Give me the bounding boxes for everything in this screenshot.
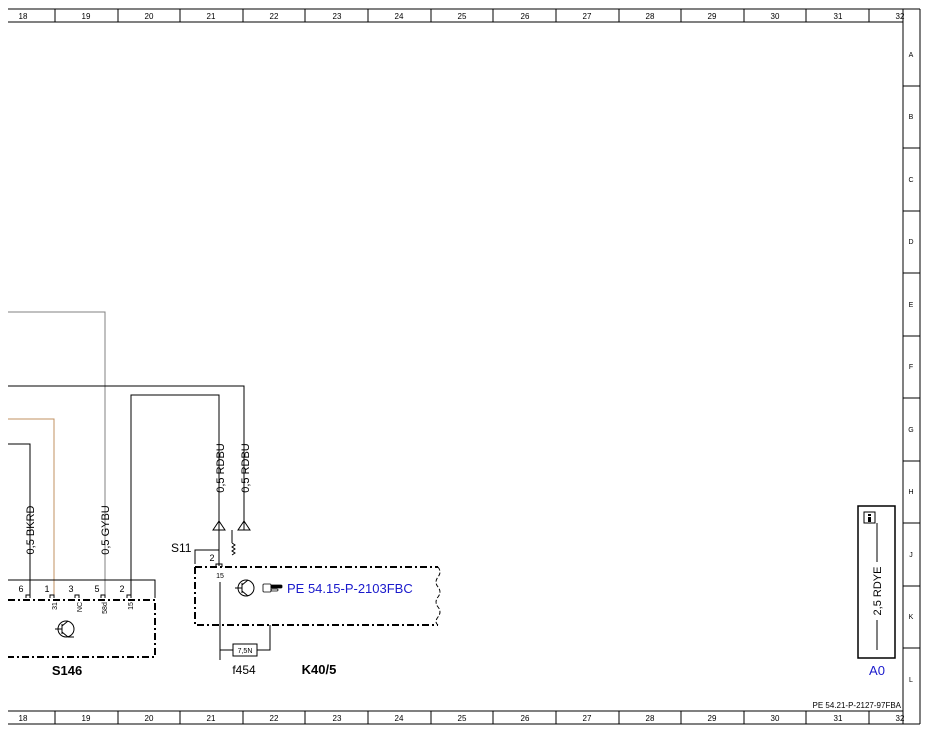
- fuse-rating: 7,5N: [238, 648, 253, 655]
- row-label: K: [909, 614, 914, 621]
- s146-pin-label: 1: [44, 584, 49, 594]
- transistor-icon: [235, 579, 255, 597]
- document-reference: PE 54.21-P-2127-97FBA: [813, 701, 902, 710]
- column-label: 27: [583, 12, 592, 21]
- column-label: 19: [82, 12, 91, 21]
- column-label: 28: [646, 12, 655, 21]
- k40-terminal-label: 15: [216, 573, 224, 580]
- s146-terminal-label: 15: [128, 602, 135, 610]
- connector-s146[interactable]: 6 1 3 5 2 31 NC 58d 15: [8, 579, 156, 658]
- column-label: 23: [333, 12, 342, 21]
- row-ticks: [903, 85, 920, 649]
- wire-label-rdbu-1-text: 0,5 RDBU: [215, 443, 227, 493]
- row-label: F: [909, 364, 913, 371]
- wire-label-gybu-text: 0,5 GYBU: [100, 505, 112, 555]
- row-label: E: [909, 302, 914, 309]
- column-label: 22: [270, 12, 279, 21]
- row-label: J: [909, 552, 913, 559]
- row-label: G: [908, 427, 913, 434]
- column-label: 18: [19, 714, 28, 723]
- column-label: 25: [458, 714, 467, 723]
- column-label: 30: [771, 12, 780, 21]
- row-labels: A B C D E F G H J K L: [908, 52, 913, 684]
- k40-5-label: K40/5: [302, 662, 337, 677]
- wire-label-rdbu-2-text: 0,5 RDBU: [240, 443, 252, 493]
- s146-terminal-label: 58d: [102, 602, 109, 614]
- s146-pin-label: 5: [94, 584, 99, 594]
- column-label: 22: [270, 714, 279, 723]
- row-label: A: [909, 52, 914, 59]
- column-label: 29: [708, 714, 717, 723]
- frame: [8, 8, 921, 725]
- transistor-icon: [55, 620, 75, 638]
- s11-label: S11: [171, 541, 192, 555]
- s146-terminal-label: 31: [52, 602, 59, 610]
- row-label: B: [909, 114, 914, 121]
- s146-pin-label: 2: [119, 584, 124, 594]
- wire-rdbu-1[interactable]: [130, 394, 220, 598]
- column-ticks: [54, 9, 870, 724]
- column-label: 20: [145, 714, 154, 723]
- column-label: 21: [207, 12, 216, 21]
- wire-label-rdye: 2,5 RDYE: [872, 567, 884, 616]
- pointing-hand-icon[interactable]: [262, 583, 283, 593]
- wire-gybu[interactable]: [8, 311, 106, 598]
- column-label: 23: [333, 714, 342, 723]
- ground-a0-box[interactable]: 2,5 RDYE: [857, 505, 896, 659]
- wire-bkrd[interactable]: [8, 443, 31, 598]
- column-label: 27: [583, 714, 592, 723]
- fuse-label: f454: [232, 663, 256, 677]
- wire-label-bkrd: 0,5 BKRD: [25, 505, 37, 554]
- column-label: 25: [458, 12, 467, 21]
- row-label: H: [908, 489, 913, 496]
- column-label: 18: [19, 12, 28, 21]
- wire-label-rdbu-1: 0,5 RDBU: [215, 443, 227, 493]
- column-labels-bottom: 18 19 20 21 22 23 24 25 26 27 28 29 30 3…: [19, 714, 905, 723]
- column-label: 26: [521, 12, 530, 21]
- wire-rdbu-2[interactable]: [8, 385, 245, 530]
- row-label: D: [908, 239, 913, 246]
- s146-terminal-label: NC: [77, 602, 84, 612]
- wire-label-rdbu-2: 0,5 RDBU: [240, 443, 252, 493]
- column-label: 31: [834, 12, 843, 21]
- a0-label[interactable]: A0: [869, 663, 885, 678]
- s146-pin-label: 6: [18, 584, 23, 594]
- column-label: 19: [82, 714, 91, 723]
- column-label: 21: [207, 714, 216, 723]
- wire-label-gybu: 0,5 GYBU: [100, 505, 112, 555]
- s146-label: S146: [52, 663, 82, 678]
- column-label: 20: [145, 12, 154, 21]
- k40-pin-label: 2: [209, 553, 214, 563]
- row-label: L: [909, 677, 913, 684]
- column-label: 29: [708, 12, 717, 21]
- s146-pin-label: 3: [68, 584, 73, 594]
- info-icon[interactable]: [863, 511, 876, 524]
- column-label: 26: [521, 714, 530, 723]
- column-label: 32: [896, 714, 905, 723]
- column-label: 24: [395, 12, 404, 21]
- column-label: 31: [834, 714, 843, 723]
- module-k40-5[interactable]: S11 2 15 PE 54.15-P-2103FBC: [171, 530, 441, 660]
- column-label: 32: [896, 12, 905, 21]
- column-label: 30: [771, 714, 780, 723]
- column-label: 28: [646, 714, 655, 723]
- column-label: 24: [395, 714, 404, 723]
- column-labels-top: 18 19 20 21 22 23 24 25 26 27 28 29 30 3…: [19, 12, 905, 21]
- wire-brown[interactable]: [8, 418, 55, 598]
- row-label: C: [908, 177, 913, 184]
- resistor-icon: [231, 542, 236, 556]
- pe-link[interactable]: PE 54.15-P-2103FBC: [287, 581, 413, 596]
- wire-label-bkrd-text: 0,5 BKRD: [25, 505, 37, 554]
- fuse-f454[interactable]: 7,5N: [220, 625, 271, 657]
